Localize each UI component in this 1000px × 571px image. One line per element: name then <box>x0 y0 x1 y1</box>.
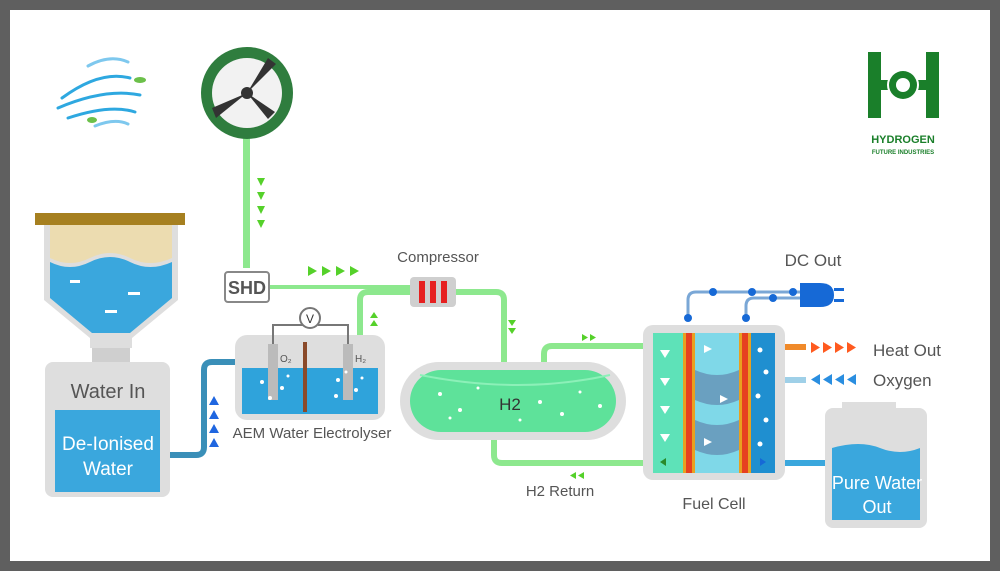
fuel-cell <box>643 325 785 480</box>
turbine-mast <box>243 130 250 268</box>
deionised-label-1: De-Ionised <box>62 434 154 455</box>
turbine-arrows <box>257 178 265 228</box>
wind-icon <box>56 57 146 128</box>
h2-tank: H2 <box>400 362 626 440</box>
pipe-h2-return <box>491 426 650 466</box>
electrode-h2-label: H₂ <box>355 354 366 365</box>
oxygen-label: Oxygen <box>873 371 932 390</box>
tank-label: H2 <box>499 395 521 414</box>
h2-return-arrows <box>570 472 584 479</box>
oxygen-arrows <box>811 374 856 385</box>
plug-icon <box>800 283 844 307</box>
dc-wire-1 <box>686 290 800 318</box>
pure-water-label-1: Pure Water <box>832 473 922 493</box>
heat-out-label: Heat Out <box>873 341 941 360</box>
water-in-label: Water In <box>71 381 146 403</box>
h2-return-label: H2 Return <box>526 483 594 500</box>
compressor <box>410 277 456 307</box>
power-arrows <box>308 266 359 276</box>
deionised-label-2: Water <box>83 459 134 480</box>
pipe-water-in <box>170 359 238 458</box>
logo-line-1: HYDROGEN <box>871 134 935 146</box>
water-in-tank: Water In De-Ionised Water <box>45 362 170 497</box>
hydrogen-logo: HYDROGEN FUTURE INDUSTRIES <box>868 52 939 156</box>
tank-to-fuelcell-arrows <box>582 334 596 341</box>
pure-water-label-2: Out <box>862 497 891 517</box>
pure-water-tank: Pure Water Out <box>825 402 927 528</box>
voltmeter-label: V <box>306 312 314 326</box>
electrode-o2-label: O₂ <box>280 354 292 365</box>
electrolyser: V O₂ H₂ <box>235 307 385 420</box>
wind-turbine-icon <box>201 47 293 139</box>
oxygen-pipe <box>780 377 806 383</box>
water-flow-arrows <box>209 396 219 447</box>
electrolyser-arrows <box>370 312 378 326</box>
compressor-label: Compressor <box>397 249 479 266</box>
pipe-compressor-to-tank <box>455 289 507 364</box>
dc-wire-2 <box>744 296 800 318</box>
pipe-tank-to-fuelcell <box>541 343 650 364</box>
bubbles-icon <box>260 370 364 400</box>
logo-line-2: FUTURE INDUSTRIES <box>872 150 934 156</box>
dc-out-label: DC Out <box>785 251 842 270</box>
shd-label: SHD <box>228 278 266 298</box>
voltmeter-icon <box>299 307 321 329</box>
dc-wire-dots <box>684 288 797 322</box>
shd-box: SHD <box>224 271 270 303</box>
filter-funnel <box>35 213 185 362</box>
heat-out-arrows <box>811 342 856 353</box>
fuel-cell-label: Fuel Cell <box>682 496 745 513</box>
compressor-arrows <box>508 320 516 334</box>
pipe-electrolyser-to-compressor <box>357 289 412 345</box>
electrolyser-label: AEM Water Electrolyser <box>233 425 392 442</box>
heat-out-pipe <box>780 344 806 350</box>
